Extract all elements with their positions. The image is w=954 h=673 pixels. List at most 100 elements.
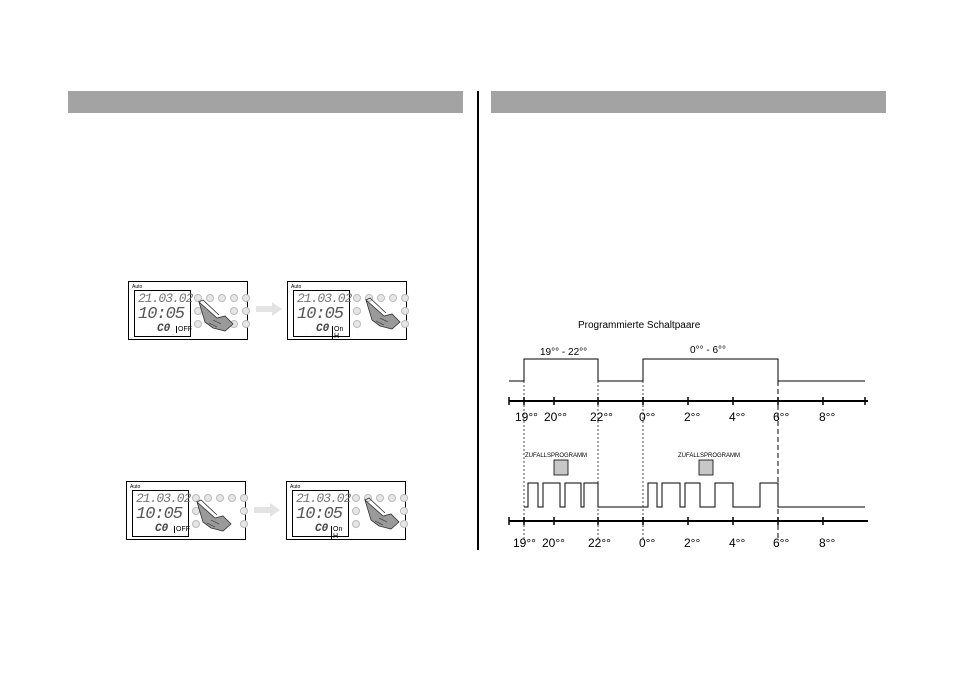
button[interactable] [400,507,408,515]
button[interactable] [240,520,248,528]
tick-label: 0°° [639,410,655,424]
button[interactable] [388,494,396,502]
lcd-date: 21.03.02 [296,491,351,506]
lcd-date: 21.03.02 [136,491,191,506]
tick-label: 22°° [590,410,613,424]
button[interactable] [401,307,409,315]
button[interactable] [401,320,409,328]
button[interactable] [242,320,250,328]
button[interactable] [364,494,372,502]
auto-label: Auto [132,284,143,290]
lcd-screen: 21.03.02 10:05 C0 OFF [134,290,193,337]
button[interactable] [228,494,236,502]
button[interactable] [240,494,248,502]
tick-label: 19°° [515,410,538,424]
tick-label: 0°° [639,536,655,550]
button[interactable] [230,294,238,302]
right-section-header-bar [491,91,886,113]
tick-label: 2°° [684,536,700,550]
button[interactable] [216,494,224,502]
lcd-program: C0 [315,523,329,535]
pair1-label: 19°° - 22°° [540,347,587,358]
hand-icon [365,297,401,330]
lcd-time: 10:05 [136,505,183,524]
lcd-state: On H [332,326,349,340]
lcd-date: 21.03.02 [297,291,352,306]
arrow-right-icon [254,503,280,517]
button[interactable] [353,294,361,302]
tick-label: 19°° [513,536,536,550]
timer-device-3: Auto 21.03.02 10:05 C0 OFF · · · · · · · [126,481,248,540]
lcd-time: 10:05 [138,305,185,324]
button[interactable] [365,294,373,302]
button[interactable] [242,294,250,302]
button[interactable] [400,520,408,528]
random-waveform [524,482,865,508]
lcd-state: OFF [174,526,190,533]
button[interactable] [218,294,226,302]
tick-label: 4°° [729,536,745,550]
lcd-time: 10:05 [297,305,344,324]
timer-device-4: Auto 21.03.02 10:05 C0 On H · · · · · · … [286,481,408,540]
device-footer: · · · · · · · [306,332,361,337]
button-grid [352,494,408,536]
button[interactable] [352,494,360,502]
pair2-label: 0°° - 6°° [690,345,726,356]
button[interactable] [194,294,202,302]
lcd-state: On H [331,526,348,540]
timer-device-2: Auto 21.03.02 10:05 C0 On H · · · · · · … [287,281,409,340]
button[interactable] [352,507,360,515]
button-grid [194,294,250,336]
diagram-title: Programmierte Schaltpaare [578,320,701,331]
random-program-box [698,459,714,476]
arrow-right-icon [256,302,282,316]
lcd-program: C0 [157,323,171,335]
auto-label: Auto [130,484,141,490]
switching-diagram: 19°° - 22°° 0°° - 6°° 19°° 20°° 22°° 0°°… [508,345,868,550]
tick-labels-bottom: 19°° 20°° 22°° 0°° 2°° 4°° 6°° 8°° [513,536,835,550]
auto-label: Auto [290,484,301,490]
device-footer: · · · · · · · [305,532,360,537]
random-program-label: ZUFALLSPROGRAMM [525,453,587,459]
tick-labels-top: 19°° 20°° 22°° 0°° 2°° 4°° 6°° 8°° [515,410,835,424]
button-grid [353,294,409,336]
tick-label: 6°° [773,536,789,550]
button[interactable] [401,294,409,302]
button[interactable] [242,307,250,315]
hand-icon [196,499,232,532]
button[interactable] [389,294,397,302]
device-footer: · · · · · · · [147,332,202,337]
lcd-program: C0 [155,523,169,535]
lcd-screen: 21.03.02 10:05 C0 On H [292,490,351,540]
button[interactable] [353,320,361,328]
tick-label: 4°° [729,410,745,424]
hand-icon [364,497,400,530]
button[interactable] [400,494,408,502]
button[interactable] [192,520,200,528]
timer-device-1: Auto 21.03.02 10:05 C0 OFF · · · · · · · [128,281,250,340]
button[interactable] [206,294,214,302]
left-section-header-bar [68,91,463,113]
tick-label: 20°° [542,536,565,550]
button[interactable] [353,307,361,315]
tick-label: 20°° [544,410,567,424]
button[interactable] [377,294,385,302]
button[interactable] [230,307,238,315]
tick-label: 8°° [819,536,835,550]
tick-label: 2°° [684,410,700,424]
button[interactable] [194,320,202,328]
button[interactable] [352,520,360,528]
lcd-screen: 21.03.02 10:05 C0 OFF [132,490,191,537]
random-program-box [553,459,569,476]
tick-label: 22°° [588,536,611,550]
random-program-label: ZUFALLSPROGRAMM [678,453,740,459]
lcd-program: C0 [316,323,330,335]
button[interactable] [376,494,384,502]
lcd-state: OFF [176,326,192,333]
device-footer: · · · · · · · [145,532,200,537]
button[interactable] [192,494,200,502]
hand-icon [198,299,234,332]
button[interactable] [240,507,248,515]
button[interactable] [204,494,212,502]
lcd-time: 10:05 [296,505,343,524]
